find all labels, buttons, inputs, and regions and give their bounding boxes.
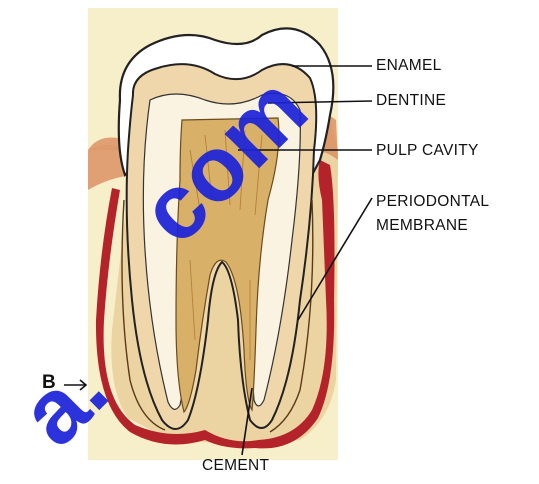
- enamel-label: ENAMEL: [376, 56, 442, 76]
- periodontal-label: PERIODONTAL: [376, 192, 489, 212]
- dentine-label: DENTINE: [376, 91, 446, 111]
- pulp-cavity-label: PULP CAVITY: [376, 141, 479, 161]
- membrane-label: MEMBRANE: [376, 216, 468, 236]
- cement-label: CEMENT: [202, 456, 269, 476]
